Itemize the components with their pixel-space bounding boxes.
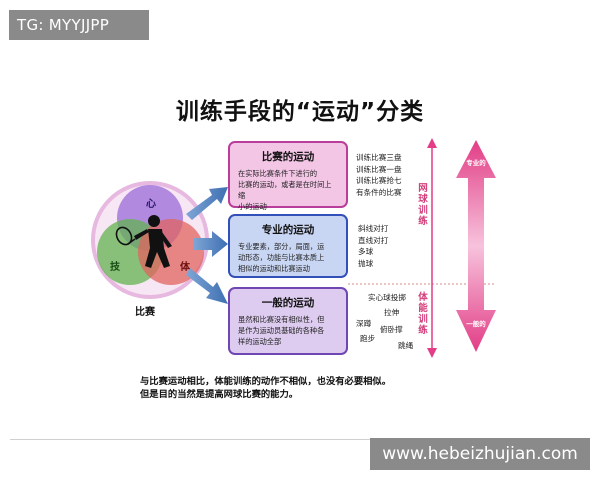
vertical-range-arrow (427, 138, 437, 358)
list-item: 拉伸 (384, 308, 400, 317)
fitness-training-label: 体能训练 (417, 292, 429, 336)
special-exercise-box: 专业的运动 专业要素，部分，局面，运 动形态，功能与比赛本质上 相似的运动和比赛… (228, 214, 348, 278)
venn-label-skill: 技 (110, 262, 120, 273)
special-exercise-line: 专业要素，部分，局面，运 (238, 242, 325, 251)
special-exercise-title: 专业的运动 (261, 224, 315, 236)
tennis-training-text: 网球训练 (418, 183, 428, 227)
special-exercise-line: 相似的运动和比赛运动 (238, 264, 310, 273)
list-item: 跳绳 (398, 341, 414, 350)
venn-label-heart: 心 (146, 199, 156, 210)
special-exercise-text: 专业要素，部分，局面，运 动形态，功能与比赛本质上 相似的运动和比赛运动 (238, 241, 338, 274)
list-item: 有条件的比赛 (356, 187, 402, 197)
footer-line: 与比赛运动相比，体能训练的动作不相似，也没有必要相似。 (140, 376, 392, 387)
list-item: 实心球投掷 (368, 293, 406, 302)
general-exercise-text: 虽然和比赛没有相似性，但 是作为运动员基础的各种各 样的运动全部 (238, 314, 338, 347)
general-exercise-line: 样的运动全部 (238, 337, 282, 346)
special-exercise-line: 动形态，功能与比赛本质上 (238, 253, 325, 262)
tennis-training-label: 网球训练 (417, 183, 429, 227)
arrow-label-special: 专业的 (466, 159, 486, 167)
diagram-title: 训练手段的“运动”分类 (175, 99, 425, 125)
special-examples-list: 斜线对打 直线对打 多球 抛球 (358, 223, 388, 269)
general-exercise-box: 一般的运动 虽然和比赛没有相似性，但 是作为运动员基础的各种各 样的运动全部 (228, 287, 348, 355)
fitness-training-text: 体能训练 (418, 292, 428, 336)
list-item: 训练比赛一盘 (356, 164, 402, 174)
match-exercise-line: 小的运动 (238, 202, 267, 211)
match-examples-list: 训练比赛三盘 训练比赛一盘 训练比赛抢七 有条件的比赛 (356, 152, 402, 198)
watermark-top-left: TG: MYYJJPP (9, 10, 149, 40)
list-item: 训练比赛三盘 (356, 153, 402, 162)
arrow-to-match (186, 187, 228, 220)
venn-caption: 比赛 (135, 307, 155, 318)
general-exercise-line: 虽然和比赛没有相似性，但 (238, 315, 325, 324)
arrow-to-special (193, 231, 228, 257)
gradient-double-arrow (456, 140, 496, 352)
list-item: 俯卧撑 (380, 325, 403, 334)
match-exercise-line: 比赛的运动，或者是在时间上缩 (238, 180, 332, 200)
footer-line: 但是目的当然是提高网球比赛的能力。 (140, 389, 299, 400)
list-item: 多球 (358, 247, 374, 256)
match-exercise-line: 在实际比赛条件下进行的 (238, 169, 318, 178)
list-item: 抛球 (358, 258, 374, 268)
venn-label-body: 体 (180, 262, 190, 273)
general-exercise-line: 是作为运动员基础的各种各 (238, 326, 325, 335)
list-item: 深蹲 (356, 319, 372, 328)
list-item: 训练比赛抢七 (356, 176, 402, 185)
divider-rule (10, 439, 590, 440)
arrow-label-general: 一般的 (466, 320, 486, 328)
list-item: 直线对打 (358, 235, 389, 245)
match-exercise-box: 比赛的运动 在实际比赛条件下进行的 比赛的运动，或者是在时间上缩 小的运动 (228, 141, 348, 211)
tennis-player-icon (134, 215, 172, 268)
list-item: 斜线对打 (358, 224, 389, 233)
general-exercise-title: 一般的运动 (261, 297, 315, 309)
match-exercise-title: 比赛的运动 (261, 151, 315, 163)
racket-icon (115, 226, 136, 246)
match-exercise-text: 在实际比赛条件下进行的 比赛的运动，或者是在时间上缩 小的运动 (238, 168, 338, 212)
list-item: 跑步 (360, 334, 376, 343)
arrow-to-general (186, 268, 228, 304)
watermark-bottom-right: www.hebeizhujian.com (370, 438, 590, 470)
